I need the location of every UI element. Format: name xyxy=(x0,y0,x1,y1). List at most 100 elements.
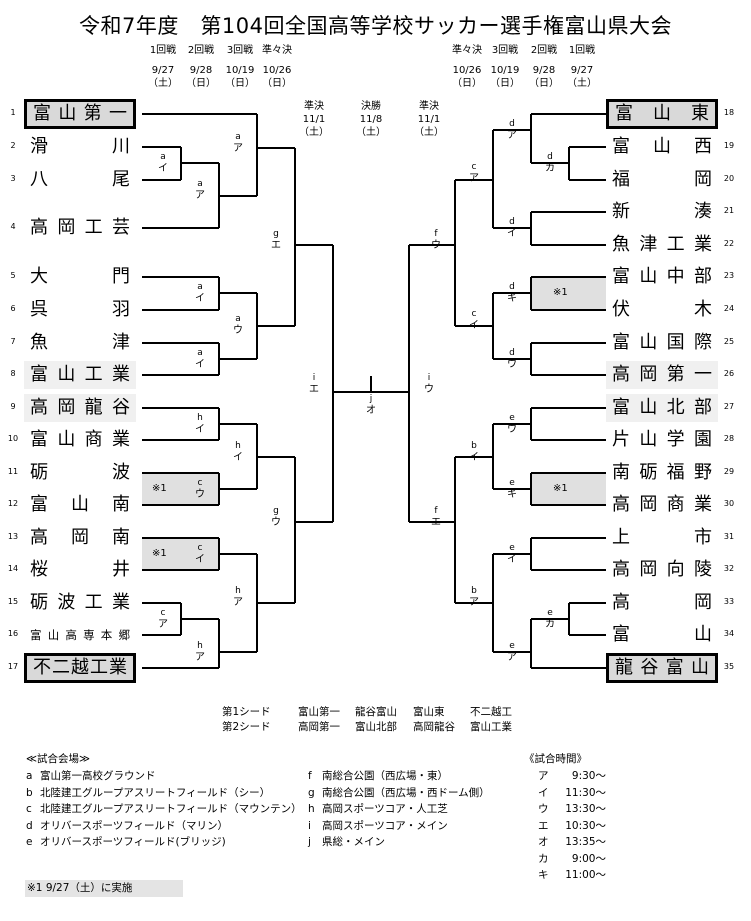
team-name-char: 木 xyxy=(694,299,712,320)
team-name-char: 尾 xyxy=(112,169,130,190)
team-number: 6 xyxy=(10,304,16,313)
team-35: 龍谷富山 xyxy=(606,653,718,683)
team-17: 不二越工業 xyxy=(24,653,136,683)
match-venue-code: j xyxy=(369,394,373,404)
match-venue-code: g xyxy=(273,229,279,239)
team-number: 33 xyxy=(723,597,735,606)
team-name-char: 富 xyxy=(612,397,630,418)
seed-2-team: 富山工業 xyxy=(470,721,512,733)
team-name-char: 部 xyxy=(693,266,712,287)
team-name-char: 山 xyxy=(47,628,60,642)
match-time-code: ウ xyxy=(271,517,281,528)
venue-name: 高岡スポーツコア・メイン xyxy=(322,819,448,832)
venue-name: 南総合公園（西広場・東） xyxy=(322,770,448,782)
match-venue-code: h xyxy=(235,441,241,451)
team-name: 高岡工芸 xyxy=(24,214,136,242)
team-name: 富山高専本郷 xyxy=(24,621,136,649)
match-venue-code: i xyxy=(427,373,431,383)
match-time-code: ウ xyxy=(507,359,517,370)
match-time-code: ア xyxy=(469,597,479,608)
team-name-char: 富 xyxy=(30,364,48,385)
team-14: 桜井 xyxy=(24,556,136,584)
team-number: 31 xyxy=(723,532,735,541)
team-name: 福岡 xyxy=(606,166,718,194)
match-time-code: キ xyxy=(507,489,517,500)
match-time-code: イ xyxy=(195,293,205,304)
team-name-char: 高 xyxy=(30,527,48,548)
venue-name: オリバースポーツフィールド（マリン） xyxy=(40,819,229,832)
team-number: 23 xyxy=(723,271,735,280)
match-venue-code: c xyxy=(197,543,203,553)
team-name-char: 滑 xyxy=(30,136,48,157)
venue-key: f xyxy=(308,770,312,782)
team-29: 南砺福野 xyxy=(606,459,718,487)
team-name-char: 二 xyxy=(52,657,70,678)
round-day: （土） xyxy=(356,127,386,138)
team-28: 片山学園 xyxy=(606,426,718,454)
team-name: 滑川 xyxy=(24,133,136,161)
team-name-char: 本 xyxy=(100,628,113,642)
match-venue-code: h xyxy=(197,641,203,651)
team-name-char: 園 xyxy=(693,429,712,450)
venues-heading: ≪試合会場≫ xyxy=(26,753,90,765)
team-name: 不二越工業 xyxy=(27,656,133,680)
team-name-char: 山 xyxy=(694,624,712,645)
team-number: 29 xyxy=(723,467,735,476)
time-key: ア xyxy=(538,770,549,782)
match-venue-code: a xyxy=(197,179,203,189)
team-name-char: 岡 xyxy=(639,494,658,515)
team-number: 4 xyxy=(10,222,16,231)
team-name-char: 西 xyxy=(694,136,712,157)
team-number: 35 xyxy=(723,662,735,671)
match-time-code: ウ xyxy=(195,489,205,500)
team-number: 14 xyxy=(7,564,19,573)
team-name-char: 魚 xyxy=(612,234,630,255)
team-name-char: 羽 xyxy=(112,299,130,320)
team-name: 桜井 xyxy=(24,556,136,584)
team-name-char: 湊 xyxy=(694,201,712,222)
team-number: 1 xyxy=(10,108,16,117)
team-number: 24 xyxy=(723,304,735,313)
team-name-char: 一 xyxy=(693,364,712,385)
team-name-char: 山 xyxy=(639,429,658,450)
team-name-char: 波 xyxy=(112,462,130,483)
round-date: 9/27 xyxy=(151,65,175,76)
team-name-char: 岡 xyxy=(639,559,658,580)
team-name-char: 不 xyxy=(33,657,51,678)
team-number: 8 xyxy=(10,369,16,378)
round-day: （日） xyxy=(262,78,292,89)
team-name-char: 富 xyxy=(30,628,42,642)
team-name-char: 岡 xyxy=(57,397,76,418)
team-name-char: 富 xyxy=(612,332,630,353)
team-name-char: 波 xyxy=(57,592,76,613)
team-name-char: 高 xyxy=(612,592,630,613)
team-name-char: 業 xyxy=(111,592,130,613)
seed-1-team: 富山第一 xyxy=(298,706,340,718)
team-name-char: 高 xyxy=(65,628,77,642)
team-name-char: 門 xyxy=(112,266,130,287)
team-number: 17 xyxy=(7,662,19,671)
match-venue-code: b xyxy=(471,586,477,596)
team-name-char: 国 xyxy=(666,332,685,353)
team-name-char: 業 xyxy=(111,429,130,450)
team-33: 高岡 xyxy=(606,589,718,617)
match-time-code: イ xyxy=(507,554,517,565)
team-15: 砺波工業 xyxy=(24,589,136,617)
match-time-code: ア xyxy=(469,173,479,184)
team-number: 21 xyxy=(723,206,735,215)
match-venue-code: i xyxy=(312,373,316,383)
match-note: ※1 xyxy=(152,548,167,559)
team-name: 富山工業 xyxy=(24,361,136,389)
venue-key: d xyxy=(26,819,33,832)
